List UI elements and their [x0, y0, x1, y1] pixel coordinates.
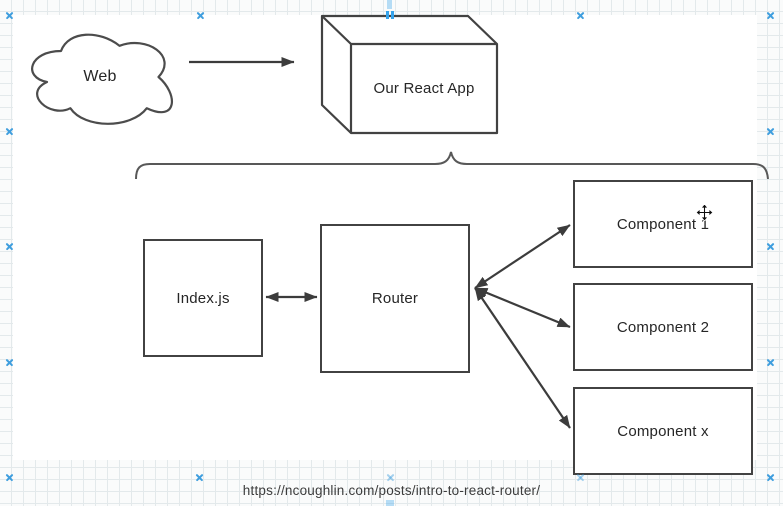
selection-handle-icon[interactable] — [196, 11, 205, 20]
selection-handle-icon[interactable] — [766, 242, 775, 251]
selection-handle-icon[interactable] — [766, 127, 775, 136]
curly-brace[interactable] — [135, 151, 769, 180]
selection-handle-icon[interactable] — [195, 473, 204, 482]
caption-url: https://ncoughlin.com/posts/intro-to-rea… — [242, 483, 541, 498]
selection-handle-icon[interactable] — [5, 473, 14, 482]
node-component-x[interactable]: Component x — [573, 387, 753, 475]
selection-handle-icon[interactable] — [5, 11, 14, 20]
node-component-2[interactable]: Component 2 — [573, 283, 753, 371]
selection-handle-icon[interactable] — [766, 358, 775, 367]
selection-handle-icon[interactable] — [766, 11, 775, 20]
cube-label-react-app: Our React App — [373, 80, 475, 97]
selection-handle-icon[interactable] — [5, 242, 14, 251]
node-index-js[interactable]: Index.js — [143, 239, 263, 357]
node-router-label: Router — [371, 290, 419, 307]
anchor-point-icon — [387, 0, 392, 9]
anchor-point-icon[interactable] — [386, 11, 389, 19]
node-component-1[interactable]: Component 1 — [573, 180, 753, 268]
selection-handle-icon[interactable] — [386, 473, 395, 482]
selection-handle-icon[interactable] — [5, 358, 14, 367]
selection-handle-icon[interactable] — [5, 127, 14, 136]
cloud-shape-web[interactable] — [31, 33, 173, 125]
node-index-js-label: Index.js — [176, 289, 230, 307]
cube-shape-react-app[interactable] — [320, 14, 499, 135]
selection-handle-icon[interactable] — [576, 473, 585, 482]
anchor-point-icon — [386, 500, 394, 506]
node-component-2-label: Component 2 — [616, 318, 710, 336]
move-cursor-icon — [696, 204, 713, 221]
edge-router-component-1[interactable] — [474, 224, 571, 289]
selection-handle-icon[interactable] — [576, 11, 585, 20]
selection-handle-icon[interactable] — [766, 473, 775, 482]
node-router[interactable]: Router — [320, 224, 470, 373]
cloud-label-web: Web — [83, 68, 117, 85]
edge-router-component-x[interactable] — [474, 287, 571, 429]
node-component-1-label: Component 1 — [616, 215, 710, 233]
node-component-x-label: Component x — [617, 422, 709, 440]
anchor-point-icon[interactable] — [391, 11, 394, 19]
